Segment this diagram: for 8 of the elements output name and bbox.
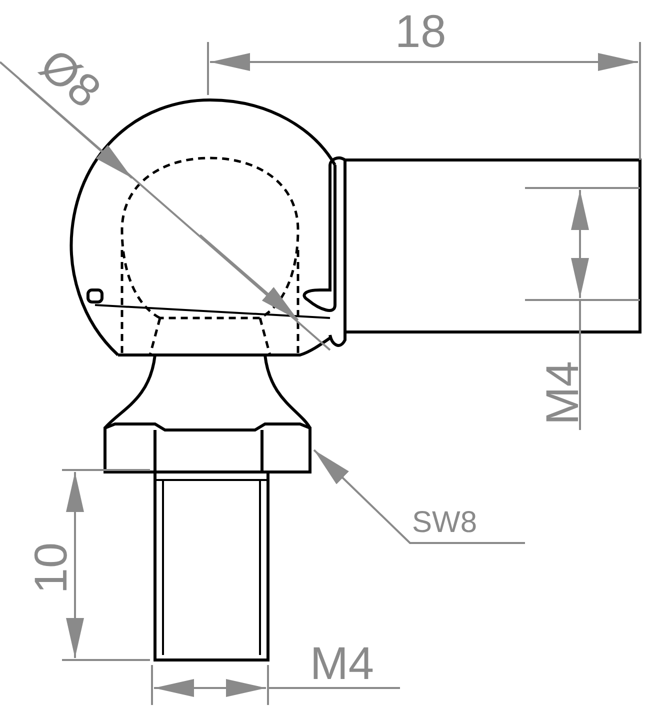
- dimension-label: M4: [538, 361, 585, 425]
- dimension-label: 18: [395, 8, 446, 54]
- dimension-label: M4: [310, 640, 374, 686]
- dimension-label: 10: [28, 542, 74, 594]
- hex-nut-drawing: [104, 422, 312, 474]
- callout-label: SW8: [412, 508, 478, 538]
- dimension-label: Ø8: [32, 40, 109, 116]
- leader-line: [313, 449, 525, 544]
